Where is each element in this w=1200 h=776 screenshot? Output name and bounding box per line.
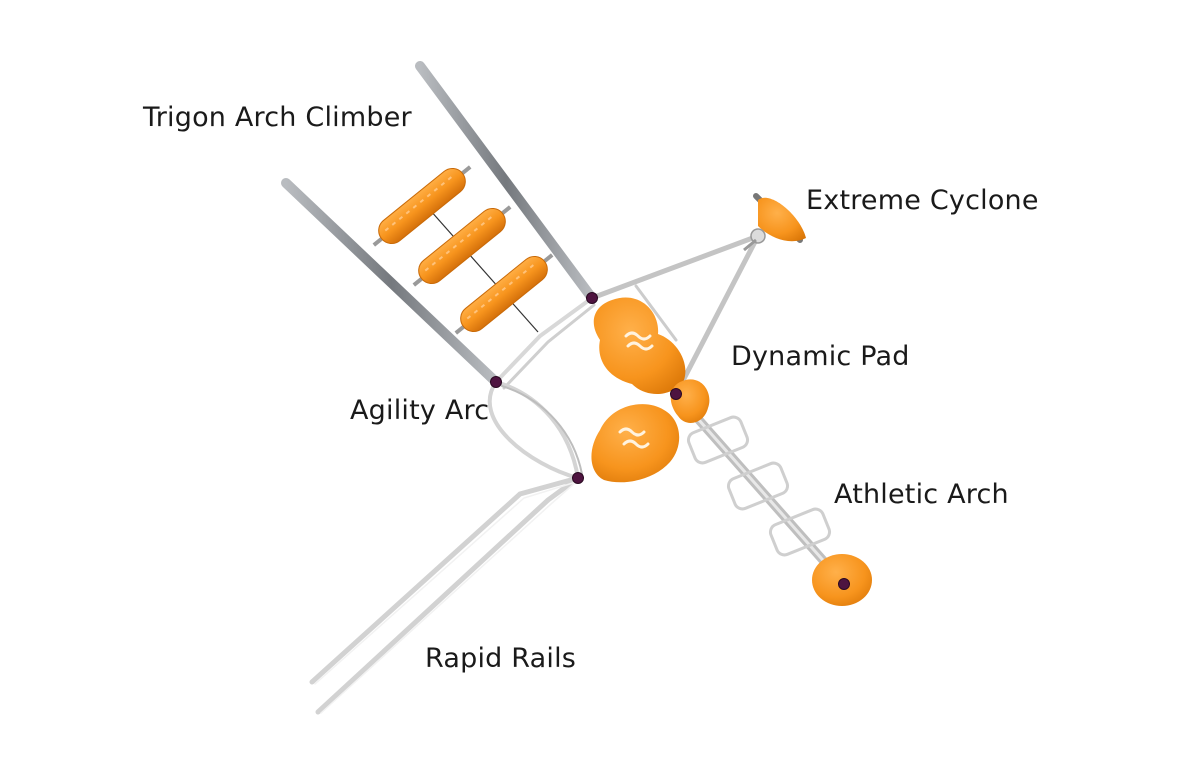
wave-icon (624, 331, 654, 351)
climber-pole-right (415, 61, 597, 303)
agility-arc (487, 380, 583, 480)
dynamic-pad (591, 297, 710, 483)
athletic-arch-step (726, 461, 790, 511)
label-trigon-arch-climber: Trigon Arch Climber (142, 102, 413, 133)
label-rapid-rails: Rapid Rails (425, 643, 576, 674)
joints (490, 292, 850, 590)
extreme-cyclone (743, 193, 806, 252)
frame-rails (494, 233, 761, 397)
trigon-arch-climber (281, 61, 597, 387)
label-agility-arc: Agility Arc (350, 395, 489, 426)
rapid-rails (309, 475, 581, 715)
label-athletic-arch: Athletic Arch (834, 479, 1009, 510)
joint (572, 472, 584, 484)
label-dynamic-pad: Dynamic Pad (731, 341, 910, 372)
joint (586, 292, 598, 304)
climber-cable (429, 209, 539, 333)
climber-pole-left (281, 178, 501, 387)
label-extreme-cyclone: Extreme Cyclone (806, 185, 1039, 216)
joint (490, 376, 502, 388)
athletic-arch-step (686, 415, 750, 465)
athletic-arch-step (768, 507, 832, 557)
dynamic-pad-side (670, 379, 710, 423)
climber-rung (412, 205, 512, 287)
climber-rung (454, 253, 554, 335)
joint (670, 388, 682, 400)
wave-icon (618, 427, 650, 449)
climber-rung (372, 165, 472, 247)
joint (838, 578, 850, 590)
